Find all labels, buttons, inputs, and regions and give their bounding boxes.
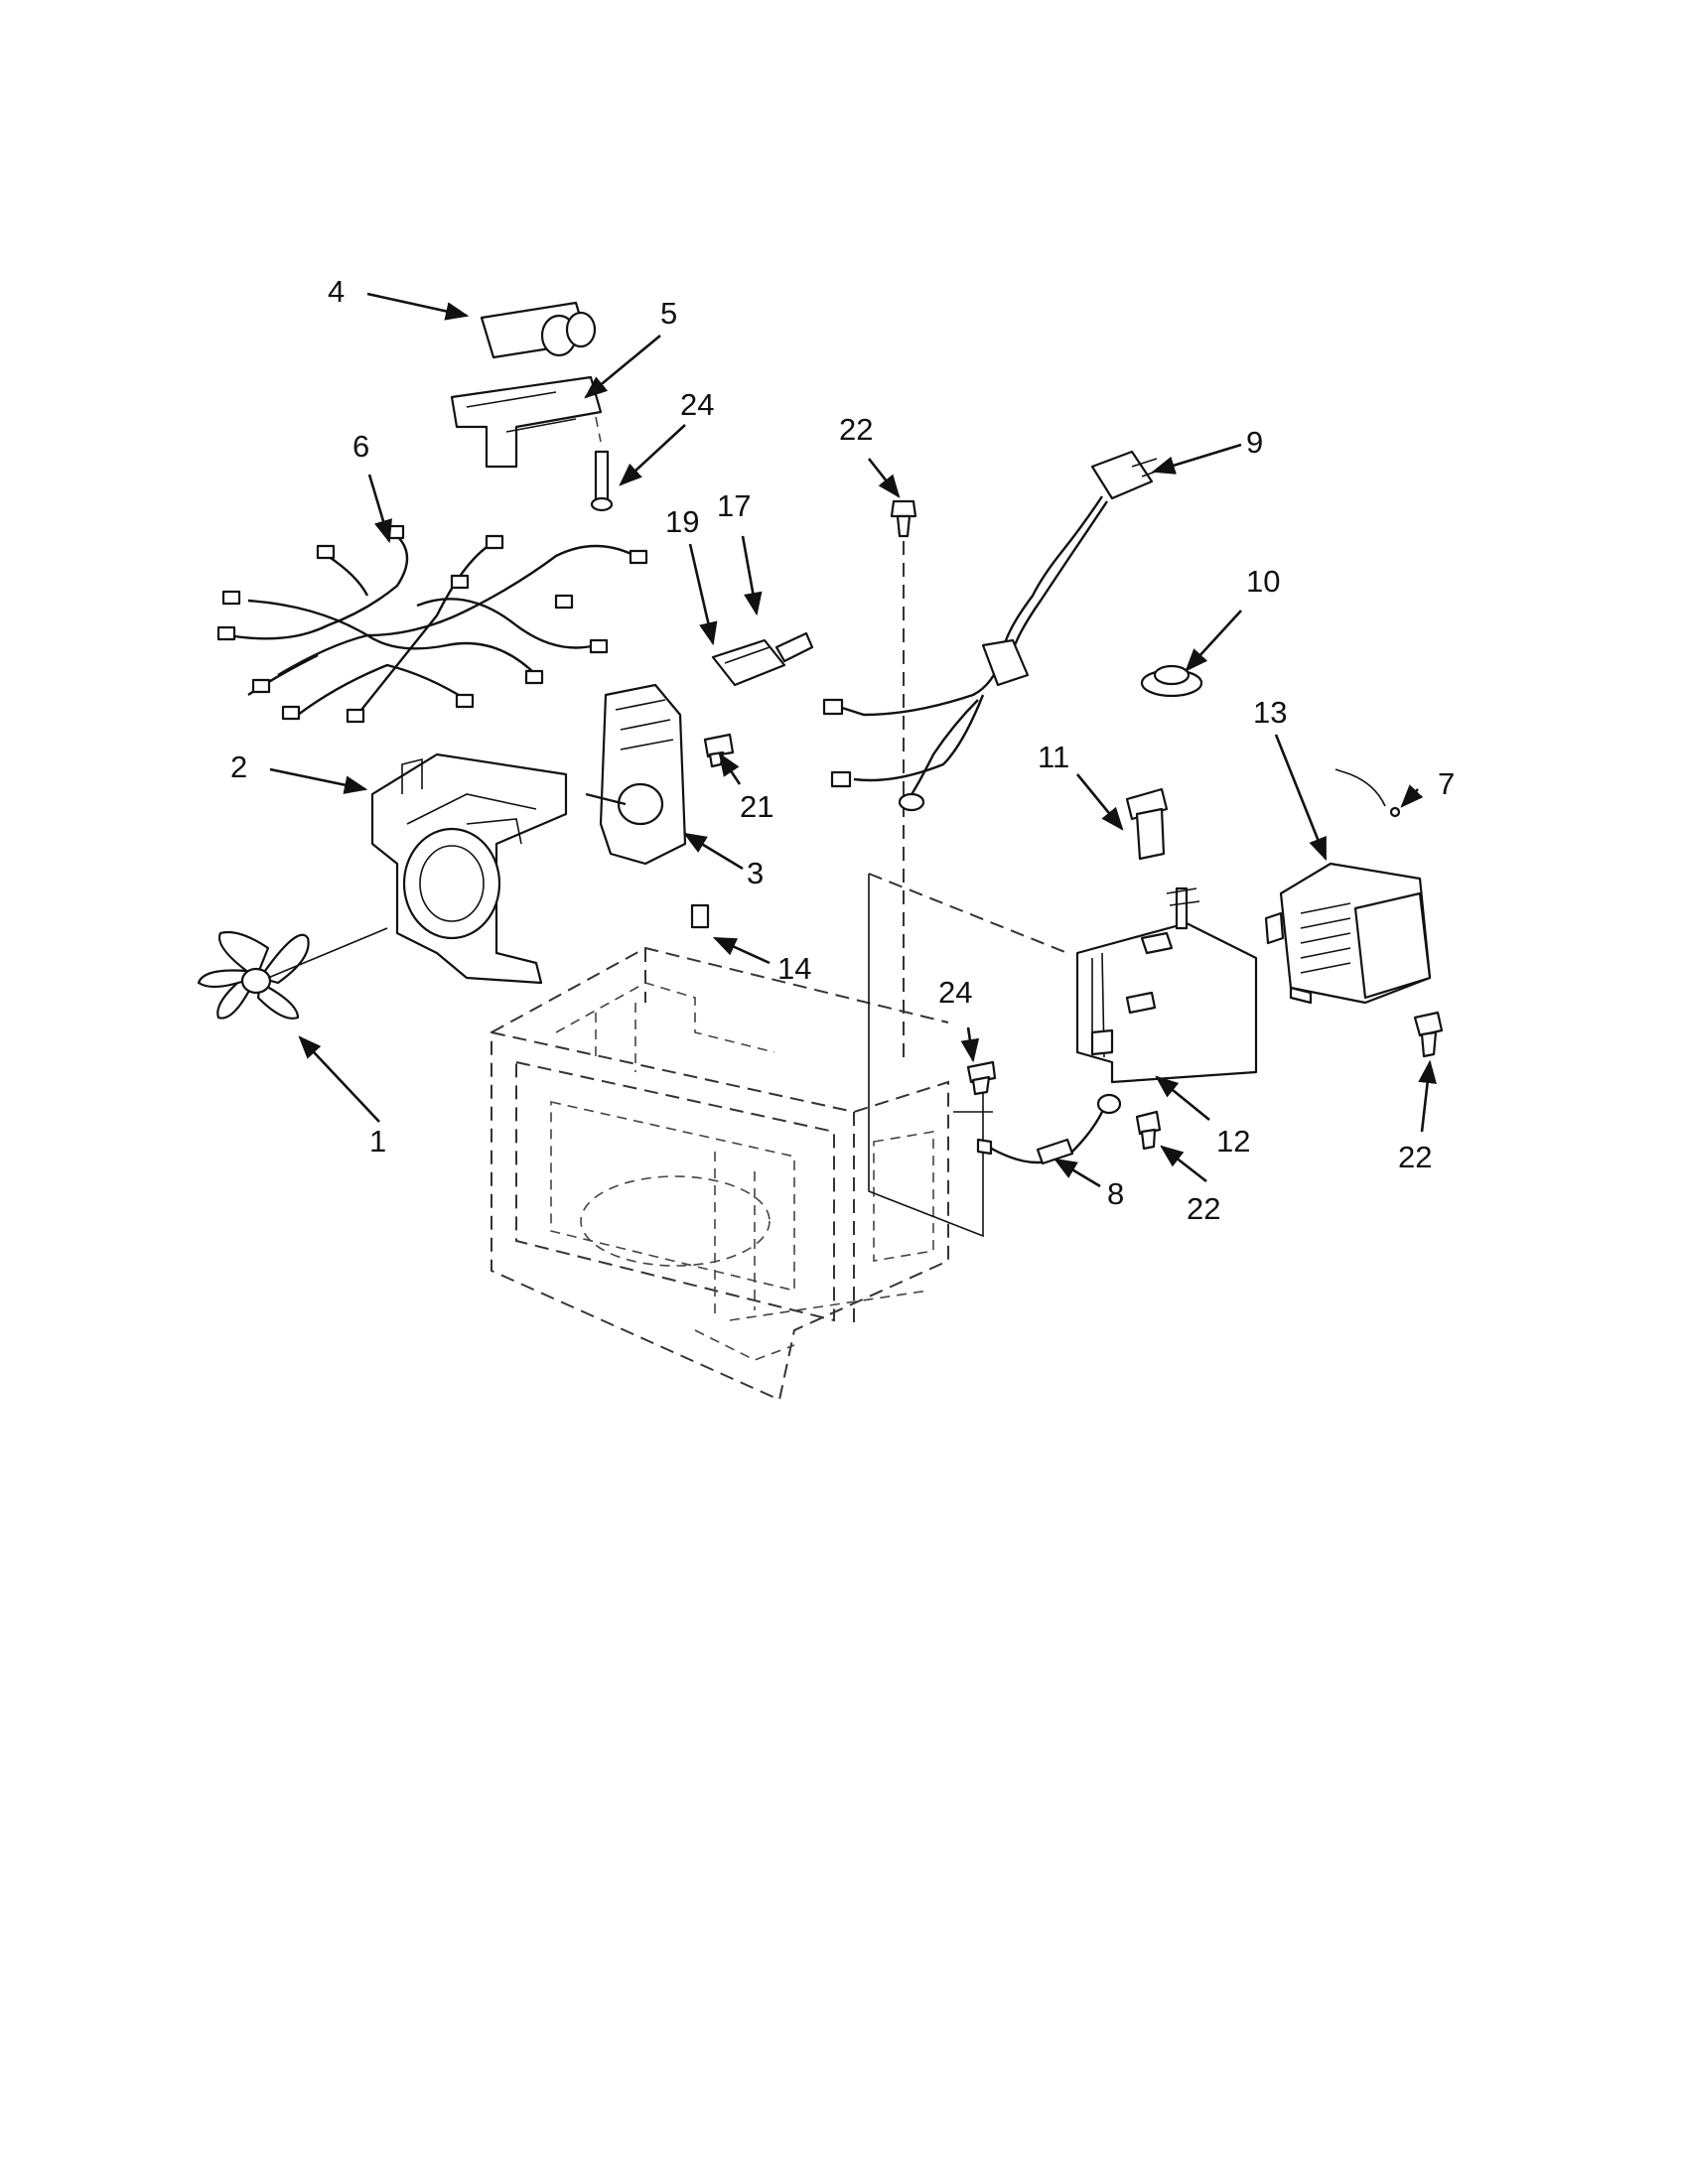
wire-harness [216, 524, 648, 724]
lower-screw [966, 1060, 997, 1096]
fan-motor [585, 683, 687, 866]
back-panel-guide [868, 873, 1068, 1238]
clip [690, 903, 710, 929]
ground-screw-top [890, 499, 917, 538]
fan-bracket [370, 752, 568, 985]
transformer [1264, 862, 1432, 1005]
label-17: 17 [717, 488, 751, 523]
label-3: 3 [747, 856, 764, 890]
label-22-right: 22 [1398, 1140, 1432, 1174]
motor-screw [703, 733, 735, 768]
fuse [774, 631, 814, 663]
label-9: 9 [1246, 425, 1263, 460]
washer [1334, 768, 1401, 818]
label-19: 19 [665, 504, 699, 539]
bracket-screw [590, 450, 614, 512]
mounting-plate [1075, 887, 1258, 1084]
label-10: 10 [1246, 564, 1280, 599]
label-1: 1 [369, 1124, 386, 1159]
fan-blade [197, 927, 388, 1020]
transformer-screw [1413, 1011, 1444, 1058]
label-21: 21 [740, 789, 773, 824]
label-6: 6 [352, 429, 369, 464]
label-14: 14 [777, 951, 811, 986]
label-7: 7 [1438, 766, 1455, 801]
label-22-lead: 22 [1187, 1191, 1220, 1226]
cabinet-outline [491, 946, 949, 1402]
leader-lines [269, 292, 1437, 1188]
thermostat [1140, 664, 1203, 698]
capacitor [480, 301, 597, 359]
ground-lead [976, 1093, 1122, 1165]
capacitor-bracket [450, 375, 603, 469]
label-22-top: 22 [839, 412, 873, 447]
label-12: 12 [1216, 1124, 1250, 1159]
label-2: 2 [230, 750, 247, 784]
label-13: 13 [1253, 695, 1287, 730]
label-24-top: 24 [680, 387, 714, 422]
label-4: 4 [328, 274, 345, 309]
label-8: 8 [1107, 1176, 1124, 1211]
label-11: 11 [1038, 740, 1069, 774]
sensor [1125, 787, 1169, 861]
part-labels: 4 5 24 6 22 19 17 9 10 2 21 3 11 13 7 14… [230, 274, 1455, 1226]
power-cord [822, 450, 1165, 812]
label-24-bottom: 24 [938, 975, 972, 1010]
label-5: 5 [660, 296, 677, 331]
lead-screw [1135, 1110, 1162, 1151]
fuse-holder [711, 638, 786, 687]
